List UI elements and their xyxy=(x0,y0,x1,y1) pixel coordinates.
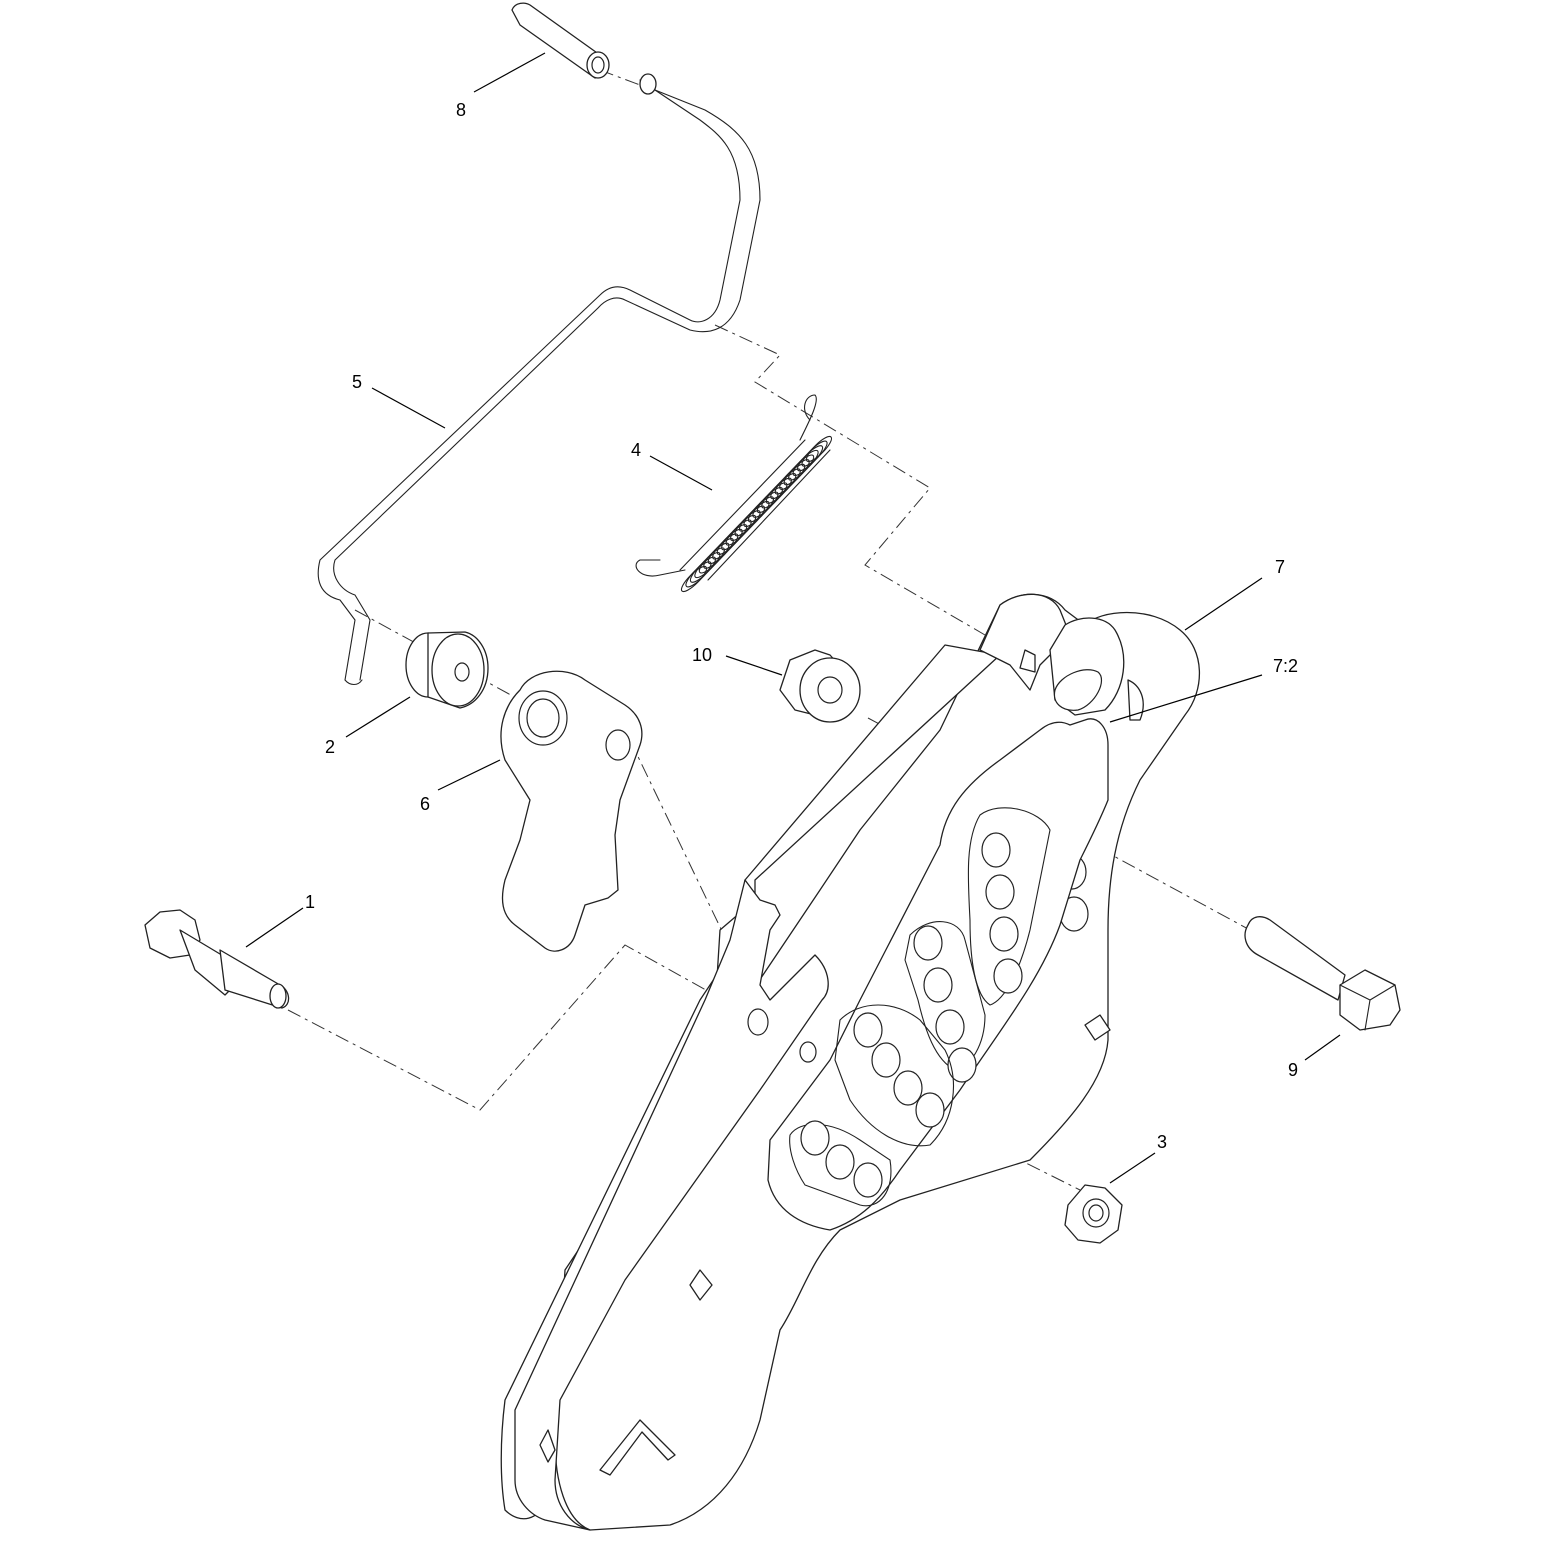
spring-coil xyxy=(805,435,833,463)
callout-5: 5 xyxy=(352,372,362,392)
control-rod xyxy=(317,73,761,686)
sleeve xyxy=(511,2,610,79)
callout-labels: 8 5 4 10 2 6 1 7 7:2 9 3 xyxy=(305,100,1298,1152)
callout-6: 6 xyxy=(420,794,430,814)
callout-4: 4 xyxy=(631,440,641,460)
callout-7-2: 7:2 xyxy=(1273,656,1298,676)
pivot-arm xyxy=(500,670,643,952)
extension-spring xyxy=(635,394,833,593)
flange-nut xyxy=(779,649,861,723)
callout-1: 1 xyxy=(305,892,315,912)
hex-bolt xyxy=(1244,916,1401,1031)
callout-9: 9 xyxy=(1288,1060,1298,1080)
callout-8: 8 xyxy=(456,100,466,120)
callout-7: 7 xyxy=(1275,557,1285,577)
shoulder-bolt xyxy=(144,909,290,1009)
bushing xyxy=(405,631,489,709)
callout-2: 2 xyxy=(325,737,335,757)
callout-leaders xyxy=(245,52,1341,1184)
main-bracket xyxy=(500,593,1201,1531)
callout-3: 3 xyxy=(1157,1132,1167,1152)
callout-10: 10 xyxy=(692,645,712,665)
lock-nut xyxy=(1064,1184,1123,1244)
